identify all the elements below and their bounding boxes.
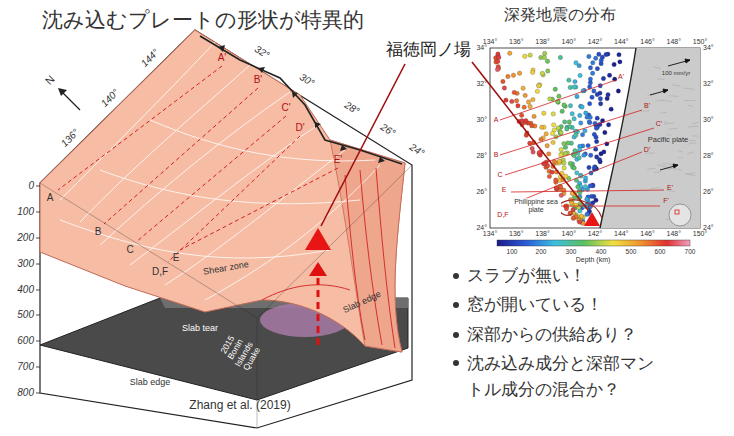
map-axis-tick: 34°	[476, 44, 487, 52]
profile-label: A'	[618, 73, 624, 81]
map-axis-tick: 150°	[693, 230, 707, 238]
map-axis-tick: 136°	[509, 230, 523, 238]
slab-block	[36, 30, 412, 428]
latitude-tick: 32°	[253, 43, 272, 61]
map-axis-tick: 32°	[703, 80, 714, 88]
colorbar-tick: 500	[626, 248, 637, 255]
profile-label: B'	[644, 102, 650, 110]
map-axis-tick: 136°	[509, 38, 523, 46]
profile-label: A'	[218, 52, 227, 64]
profile-label: B'	[254, 74, 263, 86]
leader-line	[321, 62, 588, 226]
zone-label: Slab tear	[182, 323, 218, 333]
profile-label: B	[494, 151, 499, 159]
colorbar-title: Depth (km)	[576, 256, 611, 264]
slide-title: 沈み込むプレートの形状が特異的	[42, 8, 364, 32]
map-axis-tick: 146°	[640, 230, 654, 238]
seismicity-map	[490, 48, 700, 246]
depth-tick: 0	[28, 180, 34, 192]
map-axis-tick: 144°	[614, 230, 628, 238]
map-axis-tick: 146°	[640, 38, 654, 46]
profile-label: E	[173, 252, 180, 264]
map-axis-tick: 30°	[476, 116, 487, 124]
map-axis-tick: 28°	[476, 152, 487, 160]
depth-tick: 600	[17, 335, 34, 347]
depth-tick: 500	[17, 309, 34, 321]
map-axis-tick: 142°	[588, 230, 602, 238]
map-axis-tick: 24°	[703, 224, 714, 232]
colorbar-tick: 300	[566, 248, 577, 255]
map-axis-tick: 24°	[476, 224, 487, 232]
latitude-tick: 24°	[408, 141, 427, 159]
map-axis-tick: 138°	[535, 230, 549, 238]
zone-label: Slab edge	[130, 377, 171, 387]
profile-label: F'	[663, 197, 669, 205]
map-axis-tick: 138°	[535, 38, 549, 46]
plate-label: Philippine sea plate	[511, 198, 561, 213]
map-axis-tick: 32°	[476, 80, 487, 88]
map-axis-tick: 140°	[562, 38, 576, 46]
map-title: 深発地震の分布	[504, 6, 616, 24]
profile-label: C	[497, 171, 502, 179]
depth-tick: 800	[17, 387, 34, 399]
map-axis-tick: 134°	[483, 230, 497, 238]
map-axis-tick: 140°	[562, 230, 576, 238]
profile-label: E	[502, 186, 507, 194]
bullet-text: 深部からの供給あり？	[467, 325, 637, 345]
profile-label: B	[95, 226, 102, 238]
citation: Zhang et al. (2019)	[189, 399, 290, 413]
map-axis-tick: 148°	[667, 230, 681, 238]
scale-label: 100 mm/yr	[661, 70, 691, 77]
map-axis-tick: 148°	[667, 38, 681, 46]
bullet-dots	[453, 273, 459, 366]
profile-label: D,F	[497, 211, 508, 219]
plate-label: Pacific plate	[647, 136, 689, 145]
profile-label: C'	[281, 102, 290, 114]
profile-label: D,F	[152, 266, 168, 278]
bullet-text: スラブが無い！	[467, 266, 586, 286]
bullet-text: 窓が開いている！	[467, 295, 603, 315]
profile-label: D'	[644, 146, 650, 154]
map-axis-tick: 26°	[703, 188, 714, 196]
colorbar-tick: 600	[655, 248, 666, 255]
map-axis-tick: 30°	[703, 116, 714, 124]
depth-tick: 200	[17, 232, 34, 244]
latitude-tick: 26°	[379, 121, 398, 139]
map-axis-tick: 142°	[588, 38, 602, 46]
depth-tick: 300	[17, 258, 34, 270]
profile-label: D'	[295, 122, 304, 134]
profile-label: C	[126, 244, 133, 256]
map-axis-tick: 144°	[614, 38, 628, 46]
volcano-label: 福徳岡ノ場	[386, 40, 471, 60]
depth-tick: 100	[17, 206, 34, 218]
latitude-tick: 30°	[298, 71, 317, 89]
colorbar-tick: 400	[596, 248, 607, 255]
colorbar-tick: 100	[507, 248, 518, 255]
map-axis-tick: 28°	[703, 152, 714, 160]
profile-label: E'	[334, 154, 343, 166]
colorbar-tick: 700	[685, 248, 696, 255]
profile-label: A	[47, 192, 54, 204]
depth-tick: 700	[17, 361, 34, 373]
depth-tick: 400	[17, 284, 34, 296]
profile-label: C'	[656, 120, 662, 128]
north-arrow-label: N	[43, 73, 58, 88]
profile-label: A	[494, 116, 499, 124]
map-axis-tick: 26°	[476, 188, 487, 196]
profile-label: E'	[667, 184, 673, 192]
latitude-tick: 28°	[343, 99, 362, 117]
bullet-text: 沈み込み成分と深部マントル成分の混合か？	[467, 351, 662, 402]
colorbar-tick: 200	[536, 248, 547, 255]
map-axis-tick: 34°	[703, 44, 714, 52]
